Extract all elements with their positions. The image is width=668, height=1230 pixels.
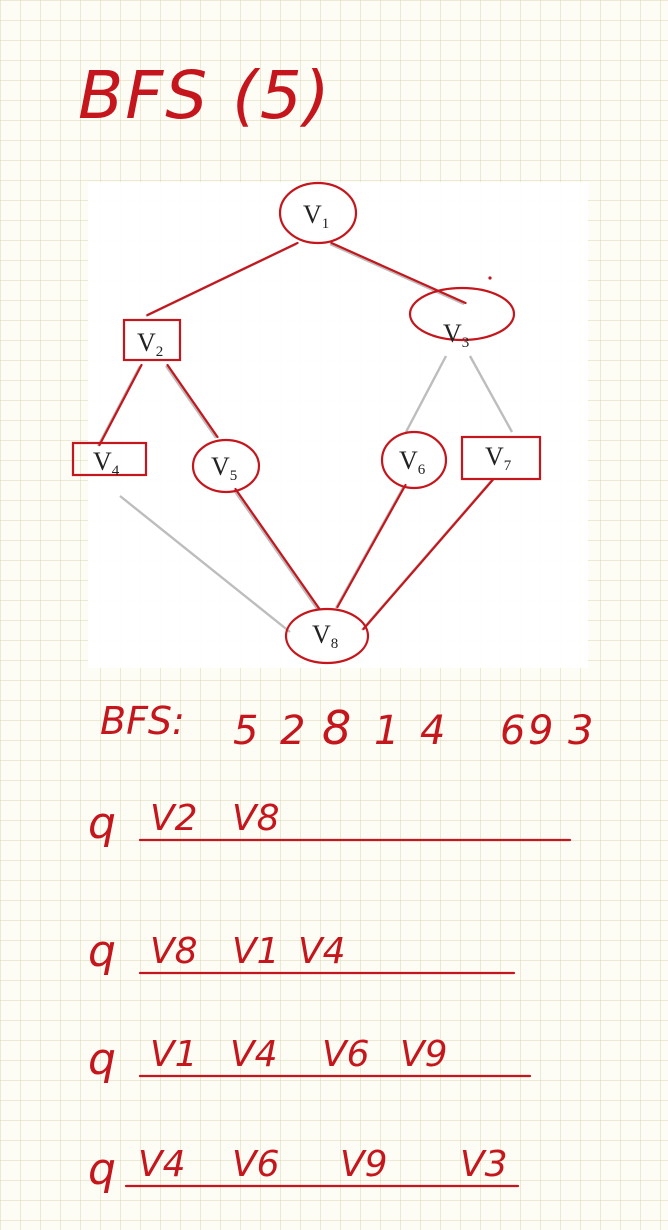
edge-v5-v8	[233, 489, 319, 611]
queue-item: V6	[322, 1034, 370, 1075]
queue-state-row: q V4 V6 V9 V3	[88, 1144, 520, 1195]
edge-v2-v5	[165, 365, 217, 439]
bfs-order-item: 6	[500, 708, 525, 754]
node-v7: V7	[485, 442, 512, 474]
queue-item: V8	[232, 798, 280, 839]
diagram-panel	[88, 182, 588, 668]
queue-state-row: q V8 V1 V4	[88, 926, 516, 977]
queue-label: q	[88, 798, 116, 849]
bfs-order-item: 5	[233, 708, 258, 754]
traversed-edge-v7-v8	[362, 477, 495, 631]
traversed-edge-v5-v8	[234, 487, 321, 611]
ink-dot	[488, 276, 492, 280]
bfs-order-item: 1	[374, 708, 399, 754]
bfs-order-item: 2	[280, 708, 305, 754]
traversed-edge-v1-v3	[330, 241, 467, 305]
node-mark-v6	[380, 430, 448, 490]
queue-label: q	[88, 926, 116, 977]
node-v3: V3	[443, 319, 469, 351]
queue-state-row: q V2 V8	[88, 798, 572, 849]
queue-item: V3	[460, 1144, 508, 1185]
graph-edges	[96, 241, 514, 633]
node-mark-v7	[460, 435, 542, 481]
traversed-edge-v1-v2	[146, 241, 299, 317]
queue-item: V8	[150, 931, 198, 972]
edge-v4-v8	[119, 495, 291, 633]
traversed-edge-v6-v8	[336, 483, 407, 609]
node-v6: V6	[399, 446, 426, 478]
node-v8: V8	[312, 620, 338, 652]
node-mark-v3	[408, 286, 516, 342]
edge-v3-v6	[404, 355, 448, 433]
queue-label: q	[88, 1034, 116, 1085]
bfs-order-item: 3	[568, 708, 593, 754]
edge-v1-v3	[329, 242, 465, 306]
queue-item: V6	[232, 1144, 280, 1185]
node-v2: V2	[137, 328, 163, 360]
queue-item: V4	[298, 931, 346, 972]
node-mark-v4	[71, 441, 148, 477]
queue-item: V1	[150, 1034, 198, 1075]
node-v5: V5	[211, 452, 237, 484]
node-v1: V1	[303, 200, 329, 232]
bfs-order-item: 8	[322, 701, 351, 755]
queue-item: V4	[230, 1034, 278, 1075]
queue-state-row: q V1 V4 V6 V9	[88, 1034, 532, 1085]
queue-item: V9	[340, 1144, 388, 1185]
queue-item: V4	[138, 1144, 186, 1185]
queue-item: V1	[232, 931, 280, 972]
node-v4: V4	[93, 447, 120, 479]
node-marks	[71, 181, 542, 665]
queue-item: V2	[150, 798, 198, 839]
edge-v3-v7	[468, 355, 514, 433]
traversed-edge-v2-v5	[166, 363, 219, 439]
bfs-order-item: 4	[420, 708, 445, 754]
node-mark-v8	[284, 607, 370, 665]
queue-label: q	[88, 1144, 116, 1195]
page-title: BFS (5)	[78, 57, 332, 134]
node-mark-v5	[191, 438, 261, 494]
traversed-edge-v2-v4	[98, 363, 143, 447]
bfs-order-item: 9	[528, 708, 553, 754]
queue-item: V9	[400, 1034, 448, 1075]
node-mark-v1	[278, 181, 358, 245]
bfs-order-label: BFS:	[100, 699, 185, 743]
node-mark-v2	[122, 318, 182, 362]
